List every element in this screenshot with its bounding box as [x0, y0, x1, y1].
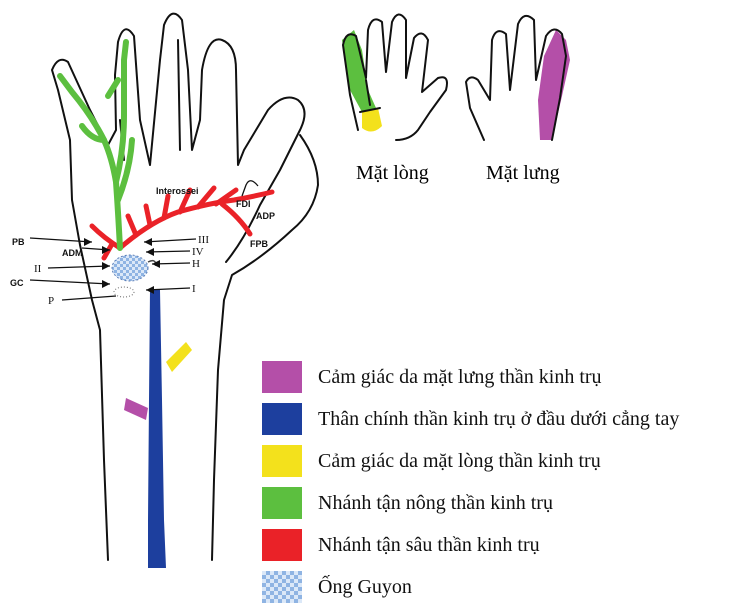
label-zone-iii: III — [198, 234, 209, 246]
legend-item: Ống Guyon — [262, 566, 679, 608]
label-fdi: FDI — [236, 199, 251, 209]
label-zone-iv: IV — [192, 246, 204, 258]
guyon-canal-swatch — [262, 571, 302, 603]
label-zone-i: I — [192, 283, 196, 295]
legend-item: Cảm giác da mặt lòng thần kinh trụ — [262, 440, 679, 482]
legend-label: Cảm giác da mặt lưng thần kinh trụ — [318, 366, 602, 389]
dorsal-sensory-swatch — [262, 361, 302, 393]
legend-label: Ống Guyon — [318, 576, 412, 599]
legend-label: Nhánh tận sâu thần kinh trụ — [318, 534, 540, 557]
label-h: H — [192, 258, 200, 270]
guyon-canal — [112, 255, 148, 281]
palmar-view-hand — [342, 14, 447, 140]
main-trunk — [148, 290, 166, 568]
legend-label: Nhánh tận nông thần kinh trụ — [318, 492, 553, 515]
legend-label: Thân chính thần kinh trụ ở đầu dưới cẳng… — [318, 408, 679, 431]
legend-item: Nhánh tận sâu thần kinh trụ — [262, 524, 679, 566]
legend-item: Cảm giác da mặt lưng thần kinh trụ — [262, 356, 679, 398]
label-zone-ii: II — [34, 263, 42, 275]
dorsal-view-label: Mặt lưng — [486, 162, 560, 184]
pisiform-dots — [114, 287, 134, 297]
superficial-branch-swatch — [262, 487, 302, 519]
palmar-sensory-swatch — [262, 445, 302, 477]
palmar-view-label: Mặt lòng — [356, 162, 429, 184]
legend-item: Nhánh tận nông thần kinh trụ — [262, 482, 679, 524]
label-pb: PB — [12, 237, 25, 247]
label-adm: ADM — [62, 248, 83, 258]
label-gc: GC — [10, 278, 24, 288]
palmar-cutaneous-branch — [166, 342, 192, 372]
main-trunk-swatch — [262, 403, 302, 435]
label-p: P — [48, 295, 54, 307]
legend-item: Thân chính thần kinh trụ ở đầu dưới cẳng… — [262, 398, 679, 440]
label-interossei: Interossei — [156, 186, 199, 196]
dorsal-cutaneous-branch — [124, 398, 148, 420]
legend-label: Cảm giác da mặt lòng thần kinh trụ — [318, 450, 601, 473]
deep-branch-swatch — [262, 529, 302, 561]
label-fpb: FPB — [250, 239, 269, 249]
dorsal-view-hand — [466, 16, 570, 140]
label-adp: ADP — [256, 211, 275, 221]
legend: Cảm giác da mặt lưng thần kinh trụ Thân … — [262, 356, 679, 608]
